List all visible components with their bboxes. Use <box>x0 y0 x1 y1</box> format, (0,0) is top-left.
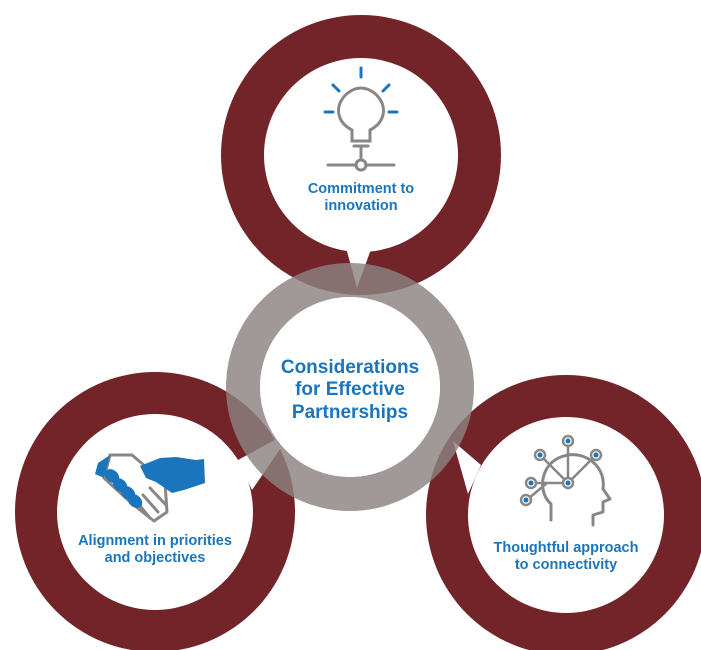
node-label-line: and objectives <box>104 550 206 567</box>
node-label-innovation: Commitment to innovation <box>261 181 461 216</box>
lightbulb-icon <box>323 66 399 172</box>
head-network-icon <box>519 434 612 527</box>
center-label-line: for Effective <box>295 379 405 401</box>
center-label-line: Considerations <box>280 357 420 378</box>
node-label-line: to connectivity <box>514 557 618 574</box>
ring-connectivity <box>426 375 701 650</box>
handshake-icon <box>95 453 205 523</box>
node-label-line: Commitment to <box>307 181 415 197</box>
center-label: Considerations for Effective Partnership… <box>250 357 450 424</box>
node-label-line: Alignment in priorities <box>78 533 232 549</box>
center-label-line: Partnerships <box>291 401 409 423</box>
ring-center <box>226 263 474 511</box>
node-label-line: innovation <box>324 198 398 215</box>
node-label-alignment: Alignment in priorities and objectives <box>50 533 260 568</box>
node-label-line: Thoughtful approach <box>493 540 639 556</box>
node-label-connectivity: Thoughtful approach to connectivity <box>461 540 671 575</box>
